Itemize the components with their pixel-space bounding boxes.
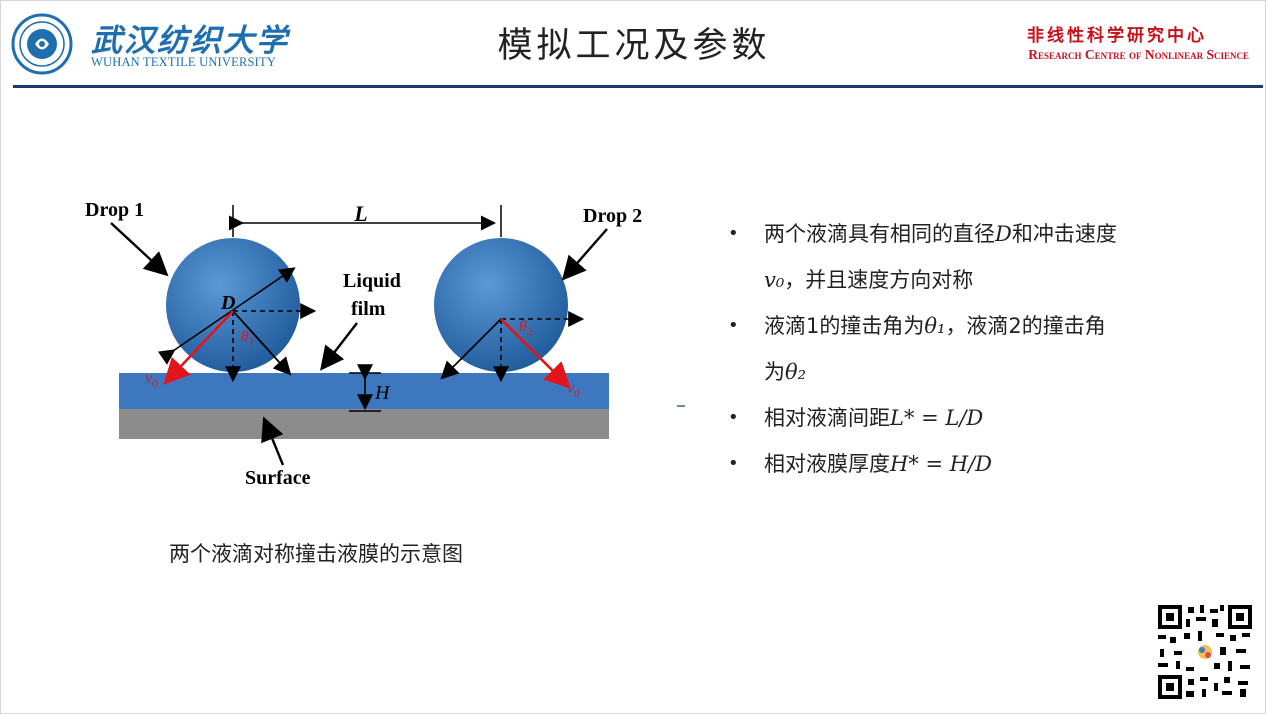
list-item-continuation: 为θ₂ xyxy=(764,360,807,384)
drop-2-label: Drop 2 xyxy=(583,205,642,227)
stray-mark xyxy=(677,405,685,407)
distance-label: L xyxy=(353,201,367,226)
liquid-film xyxy=(119,373,609,409)
university-seal-icon xyxy=(11,13,73,75)
theta1-label: θ1 xyxy=(241,328,254,348)
velocity-label-drop-1: v0 xyxy=(145,370,158,390)
list-item: 相对液滴间距L* = L/D xyxy=(728,395,1228,441)
list-item: 液滴1的撞击角为θ₁，液滴2的撞击角 xyxy=(728,303,1228,349)
velocity-arrow-drop-2 xyxy=(500,318,571,389)
research-centre-name-en: Research Centre of Nonlinear Science xyxy=(1028,47,1249,62)
drop-2 xyxy=(434,238,568,372)
list-item: 两个液滴具有相同的直径D和冲击速度 xyxy=(728,211,1228,257)
surface-substrate xyxy=(119,409,609,439)
diameter-label: D xyxy=(220,292,235,314)
film-height-label: H xyxy=(374,382,391,404)
slide-title: 模拟工况及参数 xyxy=(497,26,771,66)
velocity-label-drop-2: v0 xyxy=(567,380,580,400)
research-centre-name-cn: 非线性科学研究中心 xyxy=(1027,26,1207,46)
university-logo: 武汉纺织大学 WUHAN TEXTILE UNIVERSITY xyxy=(11,13,291,75)
figure-caption: 两个液滴对称撞击液膜的示意图 xyxy=(169,542,463,566)
theta2-label: θ2 xyxy=(519,318,533,338)
parameter-list: 两个液滴具有相同的直径D和冲击速度 v₀，并且速度方向对称 液滴1的撞击角为θ₁… xyxy=(728,211,1228,487)
drop-1-label: Drop 1 xyxy=(85,199,144,221)
list-item-continuation: v₀，并且速度方向对称 xyxy=(764,268,974,292)
velocity-arrow-drop-1 xyxy=(163,310,234,385)
qr-code-icon xyxy=(1156,603,1254,701)
university-name-cn: 武汉纺织大学 xyxy=(91,23,289,59)
surface-label: Surface xyxy=(245,467,311,489)
header-divider xyxy=(13,85,1263,88)
university-name-en: WUHAN TEXTILE UNIVERSITY xyxy=(91,55,277,69)
list-item: 相对液膜厚度H* = H/D xyxy=(728,441,1228,487)
diameter-line xyxy=(157,267,296,365)
